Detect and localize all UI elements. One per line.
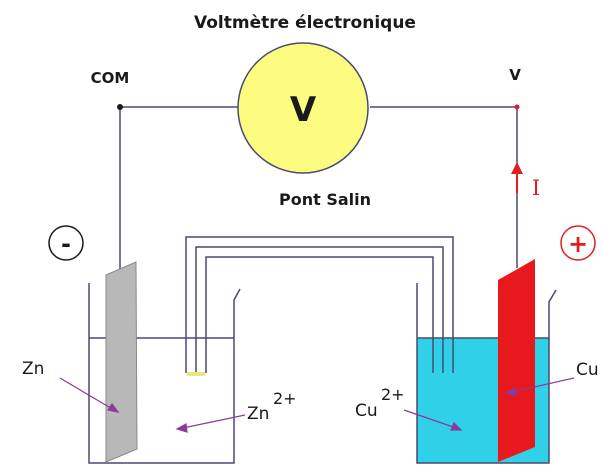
svg-text:-: - [61,230,71,258]
com-terminal-dot [117,104,123,110]
zn-metal-label: Zn [22,359,44,379]
salt-bridge-plug [187,372,205,376]
voltmeter-body [237,42,369,174]
salt-bridge [185,236,454,373]
voltmeter: V [237,42,369,174]
salt-bridge-label: Pont Salin [279,190,371,209]
cathode-sign: + [560,225,596,261]
svg-text:2+: 2+ [273,389,297,408]
current-arrow [511,162,523,193]
zinc-electrode [105,261,138,463]
v-terminal-label: V [509,66,521,84]
diagram-title: Voltmètre électronique [194,13,416,33]
cu-ion-label: Cu 2+ [355,385,405,421]
v-terminal-dot [514,104,520,110]
svg-text:2+: 2+ [381,385,405,404]
svg-text:Zn: Zn [247,404,269,424]
cu-metal-arrow [511,377,575,393]
svg-text:+: + [568,230,588,258]
com-terminal-label: COM [91,69,130,87]
voltmeter-symbol: V [290,90,317,130]
copper-electrode [498,259,535,462]
cu-metal-label: Cu [576,360,599,380]
zn-metal-arrow [59,377,115,411]
zn-ion-label: Zn 2+ [247,389,297,424]
anode-sign: - [48,225,84,261]
zn-ion-arrow [182,414,246,429]
svg-text:Cu: Cu [355,401,378,421]
annotation-arrows [59,377,575,433]
current-label: I [532,176,540,200]
cu-ion-arrow [403,409,457,429]
